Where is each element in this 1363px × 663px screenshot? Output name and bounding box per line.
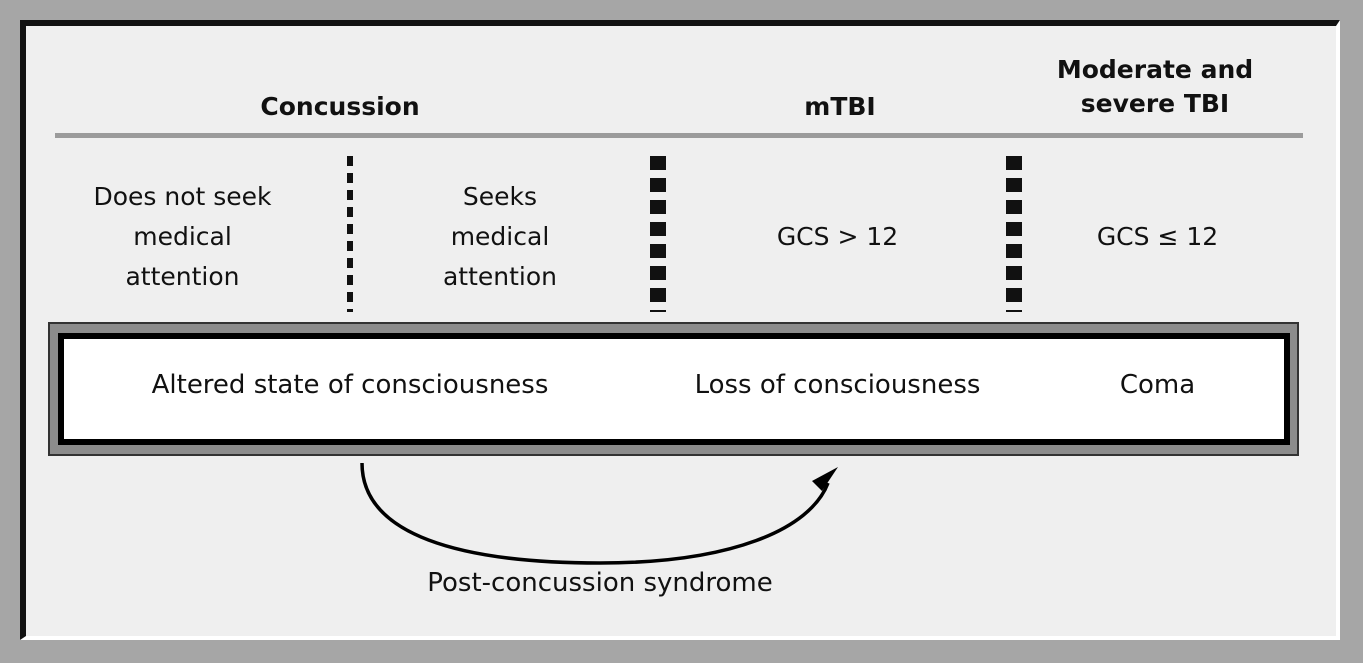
separator-dotted xyxy=(347,156,353,312)
cell-does-not-seek-medical: Does not seek medical attention xyxy=(60,157,305,317)
post-concussion-arrow-path xyxy=(360,462,830,565)
cell-line: Seeks xyxy=(462,182,538,211)
cell-line: attention xyxy=(125,262,240,291)
post-concussion-arrow xyxy=(360,462,838,565)
cell-seeks-medical: Seeks medical attention xyxy=(390,157,610,317)
cell-line: attention xyxy=(442,262,558,291)
header-mtbi: mTBI xyxy=(804,92,876,121)
header-concussion: Concussion xyxy=(260,92,420,121)
post-concussion-syndrome-label: Post-concussion syndrome xyxy=(427,568,773,598)
separator-thick-concussion-mtbi xyxy=(650,156,666,312)
arrowhead-icon xyxy=(812,467,838,491)
band-coma: Coma xyxy=(1119,370,1196,400)
consciousness-band xyxy=(58,333,1290,445)
cell-mtbi-gcs: GCS > 12 xyxy=(776,222,899,251)
cell-line: medical xyxy=(133,222,232,251)
cell-severe-gcs: GCS ≤ 12 xyxy=(1096,222,1219,251)
header-moderate-severe-tbi: Moderate and severe TBI xyxy=(1030,53,1280,121)
header-moderate-line2: severe TBI xyxy=(1080,89,1230,118)
band-loss-of-consciousness: Loss of consciousness xyxy=(694,370,981,400)
cell-line: medical xyxy=(450,222,550,251)
separator-thick-mtbi-severe xyxy=(1006,156,1022,312)
header-divider-rule xyxy=(55,133,1303,138)
band-altered-consciousness: Altered state of consciousness xyxy=(151,370,549,400)
cell-line: Does not seek xyxy=(93,182,272,211)
header-moderate-line1: Moderate and xyxy=(1056,55,1254,84)
